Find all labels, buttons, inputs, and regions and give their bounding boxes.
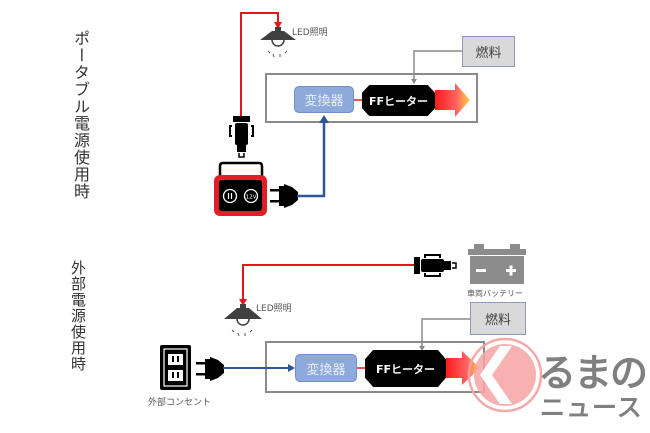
battery-label: 車両バッテリー xyxy=(467,289,523,298)
heat-output-arrow-bottom xyxy=(446,351,480,385)
car-battery-icon xyxy=(468,244,526,284)
led-label-top: LED照明 xyxy=(292,28,328,38)
ac-plug-icon-top xyxy=(270,184,298,208)
power-line-led-bottom xyxy=(242,264,416,302)
converter-box-bottom: 変換器 xyxy=(295,354,357,382)
power-line-led-top xyxy=(240,12,279,118)
arrowhead-fuel-bottom xyxy=(419,346,425,351)
portable-power-station-icon: 12V xyxy=(214,161,267,216)
arrowhead-converter-bottom xyxy=(288,364,295,372)
cigarette-plug-icon-bottom xyxy=(414,254,457,277)
ac-plug-icon-bottom xyxy=(196,357,224,381)
led-label-bottom: LED照明 xyxy=(256,304,292,314)
arrowhead-led-bottom xyxy=(239,299,247,306)
section-title-external: 外部電源使用時 xyxy=(69,260,87,372)
logo-text-line2: ニュース xyxy=(540,393,643,422)
fuel-box-bottom: 燃料 xyxy=(470,302,526,335)
section-title-portable: ポータブル電源使用時 xyxy=(71,30,90,200)
button-label-12v: 12V xyxy=(246,195,257,201)
fuel-box-top: 燃料 xyxy=(462,36,515,67)
wall-outlet-icon xyxy=(160,345,191,390)
led-lamp-icon-bottom xyxy=(224,304,262,337)
logo-text-line1: るまの xyxy=(538,351,648,395)
ac-line-top xyxy=(297,122,326,198)
arrowhead-converter-top xyxy=(319,115,329,123)
led-lamp-icon-top xyxy=(260,27,296,58)
ff-heater-box-bottom: FFヒーター xyxy=(365,350,446,387)
fuel-line-bottom xyxy=(421,318,470,347)
ff-heater-box-top: FFヒーター xyxy=(362,85,435,116)
heat-output-arrow-top xyxy=(435,83,470,117)
converter-box-top: 変換器 xyxy=(294,86,354,113)
outlet-label: 外部コンセント xyxy=(148,398,212,408)
arrowhead-fuel-top xyxy=(411,79,417,84)
cigarette-plug-icon-top xyxy=(229,116,254,158)
arrowhead-led-top xyxy=(274,22,282,29)
fuel-line-top xyxy=(413,50,462,80)
